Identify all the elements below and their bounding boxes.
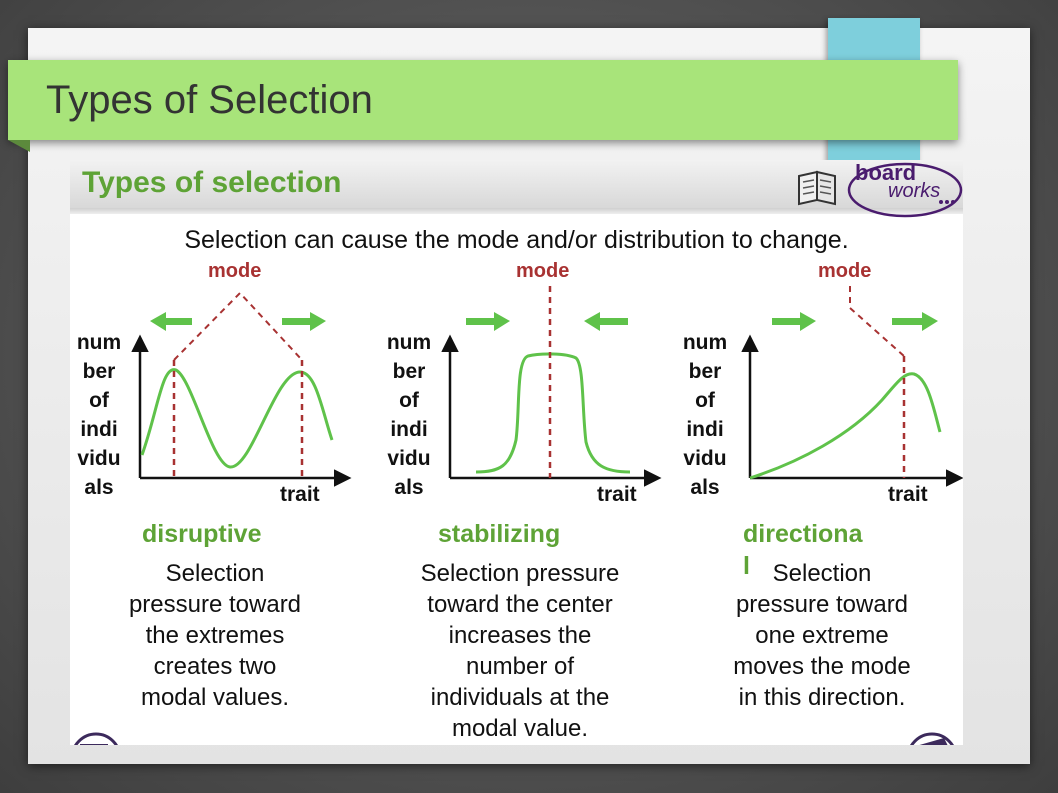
x-axis-label-stabilizing: trait [597, 483, 637, 506]
x-axis-label-disruptive: trait [280, 483, 320, 506]
y-axis-label-directional: num ber of indi vidu als [682, 331, 728, 499]
selection-graphs [72, 286, 963, 745]
graph-disruptive [131, 291, 352, 487]
graph-stabilizing [441, 286, 662, 487]
type-label-directional: directiona [743, 520, 863, 548]
logo-text-board: board [855, 160, 917, 185]
type-label-stabilizing: stabilizing [438, 520, 561, 548]
content-panel: Types of selection board works Selection… [70, 160, 963, 745]
description-directional: Selection pressure toward one extreme mo… [733, 560, 911, 711]
logo-text-works: works [888, 180, 941, 202]
logo-oval [847, 162, 963, 218]
arrow-right-icon [282, 312, 326, 331]
distribution-curve [475, 352, 631, 474]
arrow-right-icon [892, 312, 938, 331]
mode-label-stabilizing: mode [516, 260, 570, 282]
distribution-curve [749, 372, 942, 480]
arrow-left-icon [584, 312, 628, 331]
slide-title: Types of Selection [46, 78, 373, 122]
description-stabilizing: Selection pressure toward the center inc… [420, 560, 620, 742]
mode-label-disruptive: mode [208, 260, 262, 282]
arrow-right-icon [772, 312, 816, 331]
distribution-curve [140, 368, 334, 469]
mode-connector [849, 286, 905, 357]
graph-directional [741, 286, 963, 487]
arrow-right-icon [466, 312, 510, 331]
y-axis-label-disruptive: num ber of indi vidu als [76, 331, 122, 499]
book-icon [798, 170, 836, 206]
panel-header-divider [70, 208, 963, 214]
forward-nav-icon[interactable] [908, 732, 956, 745]
back-nav-icon[interactable] [72, 732, 120, 745]
x-axis-label-directional: trait [888, 483, 928, 506]
description-disruptive: Selection pressure toward the extremes c… [128, 560, 302, 711]
mode-connector [173, 291, 303, 361]
title-bar-fold [8, 140, 30, 152]
type-label-directional-wrap: l [743, 552, 750, 580]
panel-title: Types of selection [82, 166, 342, 199]
intro-text: Selection can cause the mode and/or dist… [184, 226, 849, 254]
y-axis-label-stabilizing: num ber of indi vidu als [386, 331, 432, 499]
arrow-left-icon [150, 312, 192, 331]
type-label-disruptive: disruptive [142, 520, 262, 548]
title-bar: Types of Selection [8, 60, 958, 152]
mode-label-directional: mode [818, 260, 872, 282]
boardworks-logo [798, 162, 963, 218]
